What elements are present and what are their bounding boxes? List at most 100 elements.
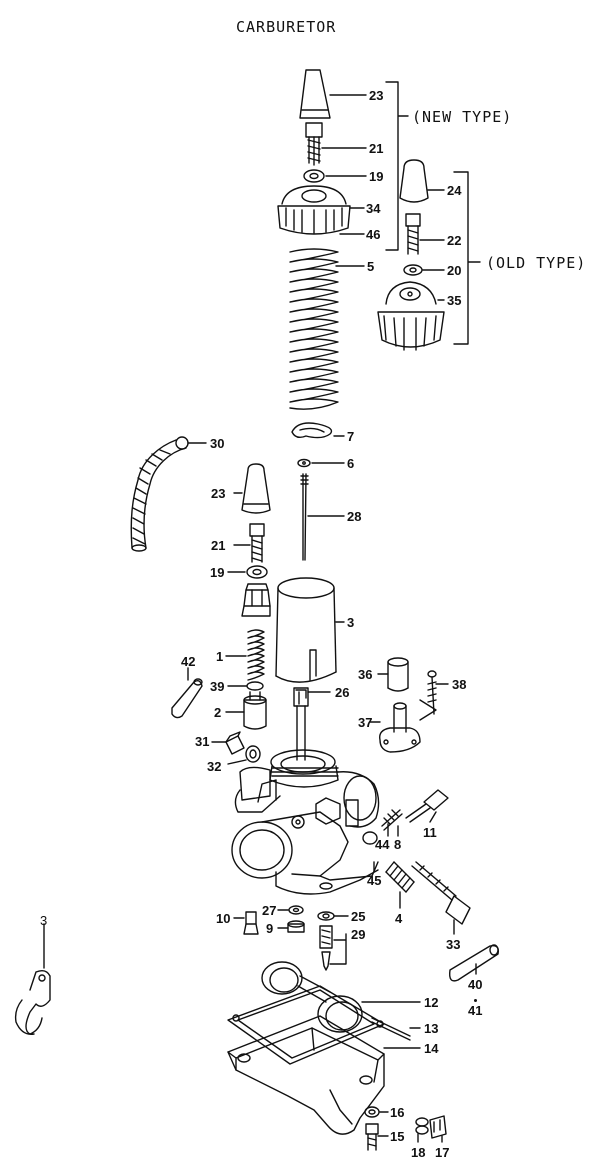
part-label: 15 (390, 1129, 405, 1144)
adjuster-21-top (306, 123, 322, 165)
part-label: 31 (195, 734, 210, 749)
top-cap-35 (378, 282, 444, 350)
washer-27 (289, 906, 303, 914)
part-label: 33 (446, 937, 461, 952)
part-label: 42 (181, 654, 196, 669)
part-label: 21 (211, 538, 226, 553)
part-label: 23 (369, 88, 384, 103)
sleeve-36 (388, 658, 408, 691)
adjuster-21-lower (250, 524, 264, 562)
new-type-label: (NEW TYPE) (412, 108, 513, 126)
part-label: 10 (216, 911, 231, 926)
part-label: 1 (216, 649, 224, 664)
part-label: 27 (262, 903, 277, 918)
part-label: 17 (435, 1145, 450, 1160)
carburetor-body (232, 750, 379, 894)
part-label: 44 (375, 837, 390, 852)
gasket-14 (228, 986, 384, 1064)
pipe-42 (172, 679, 202, 718)
part-label: 3 (347, 615, 355, 630)
adjuster-22 (406, 214, 420, 254)
washer-6 (298, 460, 310, 467)
top-cap-34 (278, 186, 350, 234)
nut-19-top (304, 170, 324, 182)
main-jet-9 (288, 921, 304, 932)
screw-38 (420, 671, 436, 720)
part-label: 2 (214, 705, 222, 720)
part-label: 22 (447, 233, 462, 248)
part-label: 41 (468, 1003, 483, 1018)
part-label: 30 (210, 436, 225, 451)
screw-17 (430, 1116, 446, 1138)
screw-11 (406, 790, 448, 822)
washer-16 (365, 1107, 379, 1117)
part-label: 14 (424, 1041, 439, 1056)
spring-4 (386, 862, 414, 892)
part-label: 7 (347, 429, 355, 444)
pipe-40 (450, 945, 499, 981)
nut-19-lower (247, 566, 267, 578)
part-label: 38 (452, 677, 467, 692)
throttle-slide-3 (276, 578, 336, 682)
leader-line (228, 760, 246, 764)
float-bowl (228, 1016, 384, 1134)
part-label: 40 (468, 977, 483, 992)
leader-line (430, 812, 436, 822)
spring-1 (248, 630, 264, 680)
float-12 (262, 962, 362, 1032)
part-label: 39 (210, 679, 225, 694)
part-label: 32 (207, 759, 222, 774)
part-label: 18 (411, 1145, 426, 1160)
part-label: 19 (369, 169, 384, 184)
separator-dot (474, 999, 477, 1002)
part-label: 45 (367, 873, 382, 888)
part-label: 25 (351, 909, 366, 924)
bracket-old-type (454, 172, 480, 344)
part-label: 3 (40, 913, 48, 928)
part-label: 36 (358, 667, 373, 682)
part-label: 20 (447, 263, 462, 278)
part-label: 28 (347, 509, 362, 524)
part-label: 5 (367, 259, 375, 274)
part-label: 9 (266, 921, 274, 936)
needle-clip-7 (292, 423, 332, 438)
float-valve-29 (320, 926, 332, 970)
air-screw-8 (382, 810, 402, 830)
rubber-cap-23-top (300, 70, 330, 118)
part-label: 4 (395, 911, 403, 926)
part-label: 29 (351, 927, 366, 942)
cap-31 (226, 732, 244, 754)
screw-15 (366, 1124, 378, 1150)
holder-37 (380, 703, 420, 752)
rubber-cap-23-lower (242, 464, 270, 513)
part-label: 26 (335, 685, 350, 700)
part-label: 11 (423, 825, 437, 840)
part-label: 21 (369, 141, 384, 156)
diagram-title: CARBURETOR (236, 18, 337, 36)
part-label: 13 (424, 1021, 439, 1036)
cable-adjuster-body (242, 584, 270, 616)
part-label: 16 (390, 1105, 405, 1120)
plunger-2 (244, 692, 266, 729)
nut-20 (404, 265, 422, 275)
part-label: 35 (447, 293, 462, 308)
part-label: 24 (447, 183, 462, 198)
washer-25 (318, 912, 334, 920)
part-label: 34 (366, 201, 381, 216)
washer-32 (246, 746, 260, 762)
part-label: 12 (424, 995, 439, 1010)
washer-39 (247, 682, 263, 690)
old-type-label: (OLD TYPE) (486, 254, 587, 272)
part-label: 23 (211, 486, 226, 501)
part-label: 19 (210, 565, 225, 580)
part-label: 37 (358, 715, 373, 730)
part-label: 8 (394, 837, 402, 852)
rubber-cap-24 (400, 160, 428, 202)
part-label: 6 (347, 456, 355, 471)
breather-tube-30 (131, 437, 188, 551)
part-label: 46 (366, 227, 381, 242)
bracket-29 (330, 934, 346, 964)
jet-needle-28 (301, 474, 308, 560)
drain-screw-18 (416, 1118, 428, 1134)
